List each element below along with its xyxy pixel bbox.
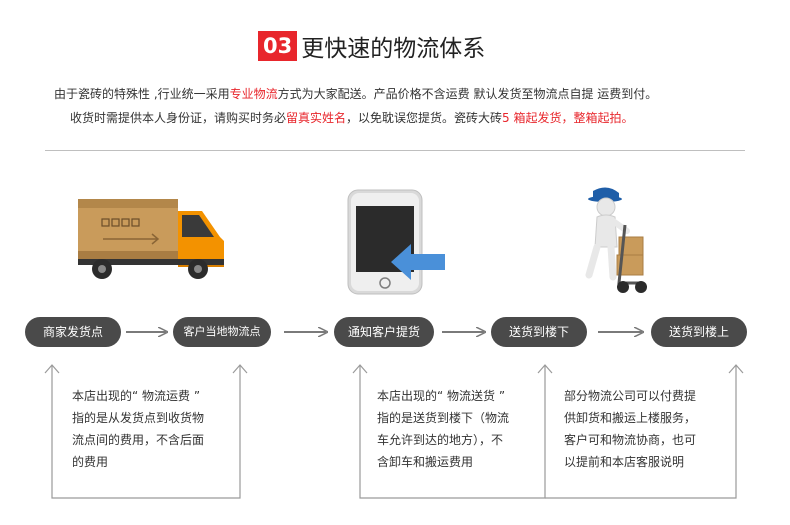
note-freight-cost-line: 指的是从发货点到收货物 xyxy=(72,411,205,425)
intro-line-2-a: 收货时需提供本人身份证，请购买时务必 xyxy=(70,111,287,125)
note-delivery-service-line: 车允许到达的地方），不 xyxy=(377,433,504,447)
note-delivery-service: 本店出现的“ 物流送货 ” 指的是送货到楼下（物流 车允许到达的地方），不 含卸… xyxy=(377,385,545,473)
intro-line-1: 由于瓷砖的特殊性 ,行业统一采用专业物流方式为大家配送。产品价格不含运费 默认发… xyxy=(54,85,754,102)
intro-line-2-highlight-name: 留真实姓名 xyxy=(286,111,347,125)
section-title-text: 更快速的物流体系 xyxy=(301,36,486,62)
courier-hand-truck-icon xyxy=(585,187,647,293)
intro-line-1-a: 由于瓷砖的特殊性 ,行业统一采用 xyxy=(54,87,230,101)
step-local-logistics-point: 客户当地物流点 xyxy=(173,317,271,347)
note-freight-cost-line: 流点间的费用，不含后面 xyxy=(72,433,205,447)
note-delivery-service-line: 本店出现的“ 物流送货 ” xyxy=(377,389,506,403)
step-merchant-dispatch-point: 商家发货点 xyxy=(25,317,121,347)
mobile-phone-icon xyxy=(347,189,445,295)
note-upstairs-service-line: 部分物流公司可以付费提 xyxy=(564,389,697,403)
bracket-2 xyxy=(352,364,553,499)
intro-line-1-highlight: 专业物流 xyxy=(229,87,278,101)
note-upstairs-service: 部分物流公司可以付费提 供卸货和搬运上楼服务， 客户可和物流协商，也可 以提前和… xyxy=(564,385,734,473)
note-upstairs-service-line: 以提前和本店客服说明 xyxy=(564,455,685,469)
intro-line-2-highlight-boxes: 5 箱起发货，整箱起拍。 xyxy=(502,111,634,125)
intro-line-2-b: ，以免耽误您提货。瓷砖大砖 xyxy=(346,111,503,125)
delivery-truck-icon xyxy=(78,199,224,279)
bracket-1 xyxy=(44,364,248,499)
note-delivery-service-line: 含卸车和搬运费用 xyxy=(377,455,474,469)
step-deliver-upstairs: 送货到楼上 xyxy=(651,317,747,347)
note-freight-cost-line: 本店出现的“ 物流运费 ” xyxy=(72,389,201,403)
note-upstairs-service-line: 供卸货和搬运上楼服务， xyxy=(564,411,697,425)
section-number-badge: 03 xyxy=(258,31,298,61)
divider xyxy=(45,150,745,151)
bracket-3 xyxy=(545,364,744,499)
note-delivery-service-line: 指的是送货到楼下（物流 xyxy=(377,411,510,425)
note-upstairs-service-line: 客户可和物流协商，也可 xyxy=(564,433,697,447)
section-title: 03 更快速的物流体系 xyxy=(258,31,486,62)
step-deliver-downstairs: 送货到楼下 xyxy=(491,317,587,347)
note-freight-cost-line: 的费用 xyxy=(72,455,109,469)
note-freight-cost: 本店出现的“ 物流运费 ” 指的是从发货点到收货物 流点间的费用，不含后面 的费… xyxy=(72,385,242,473)
intro-line-2: 收货时需提供本人身份证，请购买时务必留真实姓名，以免耽误您提货。瓷砖大砖5 箱起… xyxy=(70,109,750,126)
step-notify-customer-pickup: 通知客户提货 xyxy=(334,317,434,347)
intro-line-1-b: 方式为大家配送。产品价格不含运费 默认发货至物流点自提 运费到付。 xyxy=(277,87,658,101)
